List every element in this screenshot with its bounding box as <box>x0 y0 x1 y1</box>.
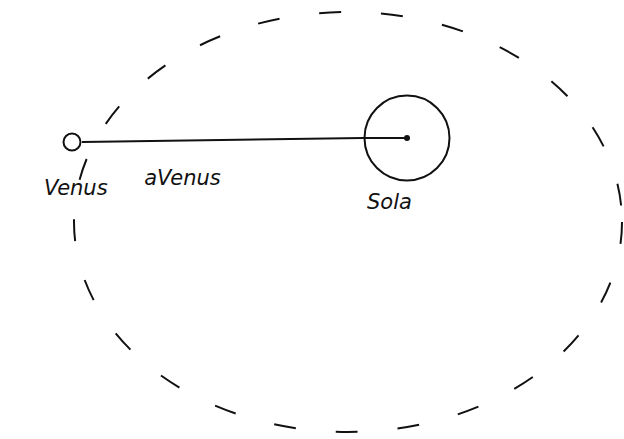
circle-outline <box>62 132 82 152</box>
circle-outline <box>363 94 451 182</box>
body-label: Sola <box>367 190 412 214</box>
orbit-path <box>74 12 622 432</box>
edge-label: aVenus <box>142 166 222 190</box>
distance-line <box>82 138 363 142</box>
body-label: Venus <box>44 176 108 200</box>
venus-circle: Venus <box>62 132 82 152</box>
sun-circle: Sola <box>363 94 451 182</box>
